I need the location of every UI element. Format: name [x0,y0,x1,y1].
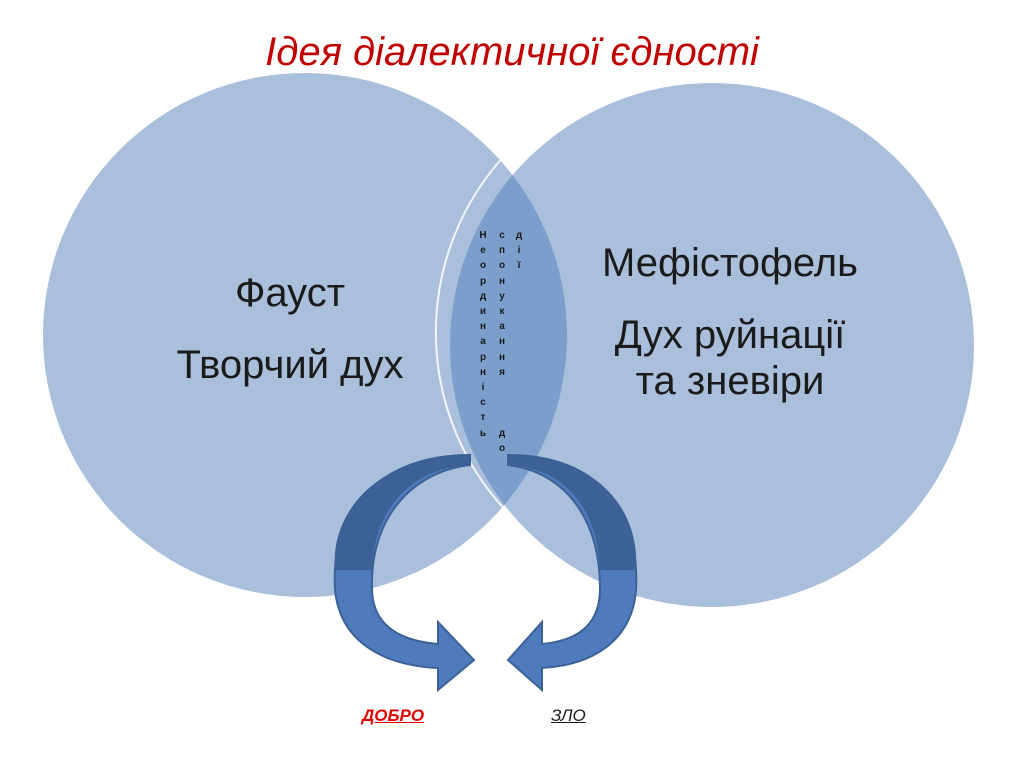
vertical-letter: е [480,245,486,257]
vertical-letter: р [479,351,487,363]
right-curved-arrow [506,453,638,693]
vertical-letter: н [498,336,506,348]
destruction-spirit-label: Дух руйнації та зневіри [614,313,846,403]
left-curved-arrow [333,453,476,693]
evil-label: ЗЛО [551,706,586,725]
mephistopheles-label: Мефістофель [602,241,858,285]
slide-title: Ідея діалектичної єдності [265,30,759,74]
vertical-letter: с [480,397,486,409]
vertical-letter: о [479,260,487,272]
vertical-letter: и [479,306,487,318]
vertical-letter: д [515,230,523,241]
vertical-letter: Н [479,230,487,241]
good-label: ДОБРО [362,706,425,725]
lens-highlight [434,154,511,516]
vertical-letter: п [498,245,506,257]
creative-spirit-label: Творчий дух [176,343,404,387]
vertical-letter: а [499,321,505,333]
vertical-letter: д [479,290,487,302]
vertical-letter: і [517,245,521,257]
vertical-letter: і [481,382,485,394]
vertical-letter: т [480,412,486,424]
vertical-letter: н [498,351,506,363]
left-circle-text: Фауст Творчий дух [90,270,490,388]
right-circle-text: Мефістофель Дух руйнації та зневіри [560,240,900,404]
faust-label: Фауст [234,271,346,315]
vertical-letter: д [498,428,506,439]
vertical-letter: н [498,275,506,287]
vertical-letter: ь [479,427,487,439]
vertical-letter: к [499,306,505,318]
vertical-letter: н [479,366,487,378]
vertical-letter: о [498,443,506,455]
vertical-letter: о [498,260,506,272]
vertical-letter: я [499,366,505,378]
vertical-letter: ї [517,260,521,272]
vertical-letter: с [499,230,505,241]
vertical-letter: у [499,290,505,302]
vertical-letter: а [480,336,486,348]
vertical-letter: р [479,275,487,287]
vertical-letter: н [479,321,487,333]
